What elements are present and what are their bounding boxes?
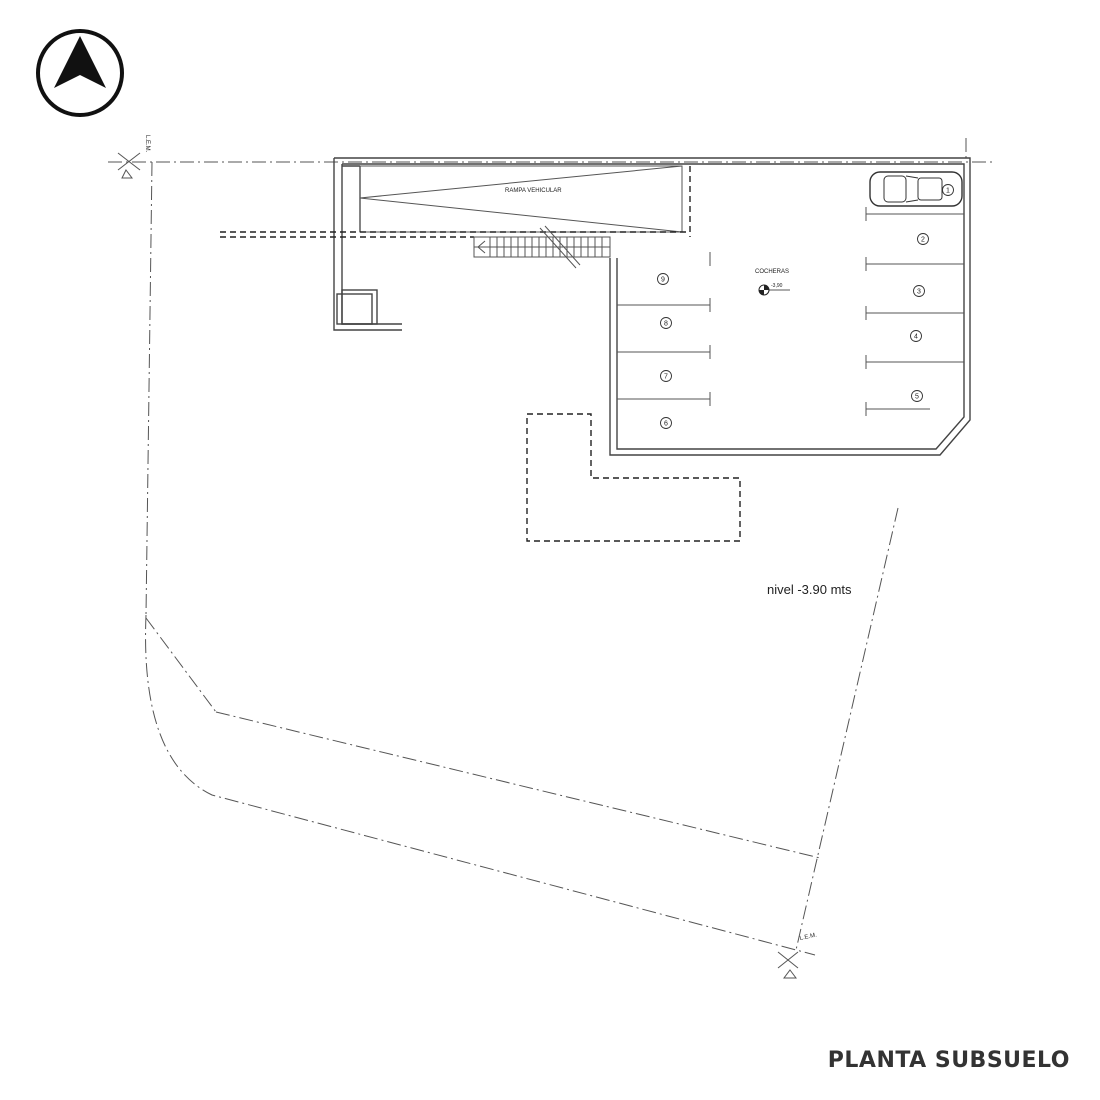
- parking-space-5: 5: [911, 390, 923, 402]
- space-number-label: 7: [664, 374, 668, 381]
- parking-space-4: 4: [910, 330, 922, 342]
- parking-space-9: 9: [657, 273, 669, 285]
- space-number-circle: [660, 417, 672, 429]
- space-number-circle: [660, 317, 672, 329]
- parking-dividers: [617, 207, 964, 416]
- space-number-label: 6: [664, 421, 668, 428]
- space-number-circle: [910, 330, 922, 342]
- space-number-circle: [913, 285, 925, 297]
- level-note: nivel -3.90 mts: [767, 582, 852, 597]
- space-number-label: 5: [915, 394, 919, 401]
- lem-label-bottom: L.E.M.: [799, 932, 818, 942]
- vehicle-ramp: RAMPA VEHICULAR: [359, 165, 683, 233]
- lem-label-top: L.E.M.: [144, 135, 150, 153]
- parking-space-8: 8: [660, 317, 672, 329]
- space-number-circle: [657, 273, 669, 285]
- garage-level-value: -3,90: [771, 283, 783, 289]
- lem-marker-top: L.E.M.: [117, 135, 150, 179]
- space-number-circle: [660, 370, 672, 382]
- stair: [473, 225, 611, 269]
- lem-marker-bottom: L.E.M.: [777, 932, 818, 979]
- drawing-title: PLANTA SUBSUELO: [827, 1048, 1070, 1073]
- parking-space-2: 2: [917, 233, 929, 245]
- space-number-circle: [911, 390, 923, 402]
- space-number-circle: [917, 233, 929, 245]
- north-arrow-icon: [36, 29, 124, 117]
- space-number-label: 1: [946, 188, 950, 195]
- space-number-circle: [942, 184, 954, 196]
- parking-space-3: 3: [913, 285, 925, 297]
- space-number-label: 9: [661, 277, 665, 284]
- basement-walls: [333, 157, 971, 456]
- parking-space-6: 6: [660, 417, 672, 429]
- car-icon: [869, 171, 963, 207]
- property-line: [108, 138, 995, 956]
- parking-space-numbers: 1 2 3 4 5 6 7 8 9: [657, 184, 954, 429]
- space-number-label: 8: [664, 321, 668, 328]
- parking-space-7: 7: [660, 370, 672, 382]
- ramp-label: RAMPA VEHICULAR: [505, 188, 562, 194]
- garage-label: COCHERAS: [755, 269, 789, 275]
- upper-slab-outline: [220, 166, 691, 238]
- space-number-label: 3: [917, 289, 921, 296]
- parking-space-1: 1: [942, 184, 954, 196]
- space-number-label: 4: [914, 334, 918, 341]
- level-marker-icon: [758, 284, 790, 296]
- space-number-label: 2: [921, 237, 925, 244]
- upper-floor-outline: [526, 413, 741, 542]
